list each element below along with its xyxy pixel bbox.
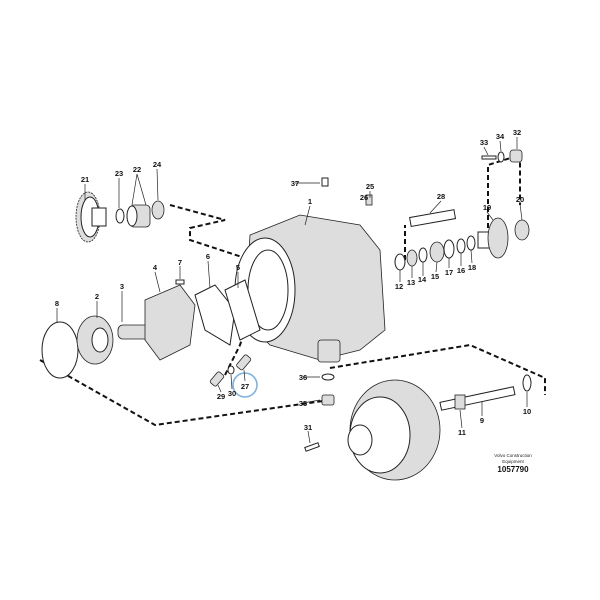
part-4-cover bbox=[144, 284, 196, 361]
part-14-ring bbox=[418, 247, 428, 263]
caption-brand-line2: Equipment bbox=[502, 459, 524, 464]
part-25-fitting bbox=[365, 194, 373, 206]
part-19-gear bbox=[477, 217, 509, 259]
part-24-bearing bbox=[151, 200, 165, 220]
label-6: 6 bbox=[206, 252, 210, 261]
label-15: 15 bbox=[431, 272, 439, 281]
label-14: 14 bbox=[418, 275, 427, 284]
caption-brand: Volvo Construction bbox=[494, 453, 532, 458]
label-36: 36 bbox=[299, 373, 307, 382]
label-8: 8 bbox=[55, 299, 59, 308]
label-22: 22 bbox=[133, 165, 141, 174]
label-18: 18 bbox=[468, 263, 476, 272]
label-25: 25 bbox=[366, 182, 374, 191]
part-33-pin bbox=[481, 155, 497, 160]
part-36-oring bbox=[321, 373, 335, 381]
leader-lines bbox=[56, 137, 528, 444]
part-13-bearing bbox=[406, 249, 418, 267]
part-22-bearing bbox=[126, 204, 151, 228]
label-34: 34 bbox=[496, 132, 505, 141]
label-23: 23 bbox=[115, 169, 123, 178]
part-27-sensor bbox=[236, 354, 252, 371]
assembly-dash-line bbox=[169, 204, 246, 259]
part-10-ring bbox=[522, 374, 532, 392]
part-6-gasket bbox=[194, 284, 236, 346]
label-32: 32 bbox=[513, 128, 521, 137]
label-20: 20 bbox=[516, 195, 524, 204]
label-3: 3 bbox=[120, 282, 124, 291]
label-19: 19 bbox=[483, 203, 491, 212]
part-37-bolt bbox=[321, 177, 329, 187]
part-32-cap bbox=[509, 149, 523, 163]
label-33: 33 bbox=[480, 138, 488, 147]
label-1: 1 bbox=[308, 197, 312, 206]
label-29: 29 bbox=[217, 392, 225, 401]
part-30-ring bbox=[227, 365, 235, 375]
label-21: 21 bbox=[81, 175, 89, 184]
part-1-housing bbox=[234, 214, 386, 363]
part-29-sensor bbox=[209, 371, 225, 387]
assembly-dash-line bbox=[329, 343, 546, 395]
label-27[interactable]: 27 bbox=[241, 382, 249, 391]
part-23-ring bbox=[115, 208, 125, 224]
label-10: 10 bbox=[523, 407, 531, 416]
label-37: 37 bbox=[291, 179, 299, 188]
label-16: 16 bbox=[457, 266, 465, 275]
part-8-oring bbox=[41, 321, 79, 379]
assembly-dash-line bbox=[487, 153, 521, 228]
label-24: 24 bbox=[153, 160, 162, 169]
part-9-shaft bbox=[439, 386, 516, 411]
label-13: 13 bbox=[407, 278, 415, 287]
label-9: 9 bbox=[480, 416, 484, 425]
part-28-tube bbox=[409, 209, 457, 227]
document-number: 1057790 bbox=[497, 465, 529, 474]
assembly-dash-line bbox=[39, 359, 331, 427]
part-35-plug bbox=[321, 394, 335, 406]
part-31-bolt bbox=[304, 442, 320, 452]
part-21-gear bbox=[75, 191, 107, 243]
part-17-ring bbox=[443, 239, 455, 259]
highlight-circle-27[interactable] bbox=[232, 372, 258, 398]
part-20-bearing bbox=[514, 219, 530, 241]
part-15-bearing bbox=[429, 241, 445, 263]
label-35: 35 bbox=[299, 399, 307, 408]
label-31: 31 bbox=[304, 423, 312, 432]
label-7: 7 bbox=[178, 258, 182, 267]
part-7-pin bbox=[175, 279, 185, 285]
part-converter-drum bbox=[347, 379, 441, 481]
part-16-ring bbox=[456, 238, 466, 254]
label-30: 30 bbox=[228, 389, 236, 398]
label-2: 2 bbox=[95, 292, 99, 301]
label-5: 5 bbox=[236, 263, 240, 272]
part-2-pump bbox=[76, 315, 114, 365]
part-12-washer bbox=[394, 253, 406, 271]
part-18-ring bbox=[466, 235, 476, 251]
label-11: 11 bbox=[458, 428, 466, 437]
label-12: 12 bbox=[395, 282, 403, 291]
part-34-ring bbox=[497, 151, 505, 163]
label-28: 28 bbox=[437, 192, 445, 201]
label-4: 4 bbox=[153, 263, 158, 272]
part-11-sleeve bbox=[454, 394, 466, 410]
label-17: 17 bbox=[445, 268, 453, 277]
label-26: 26 bbox=[360, 193, 368, 202]
